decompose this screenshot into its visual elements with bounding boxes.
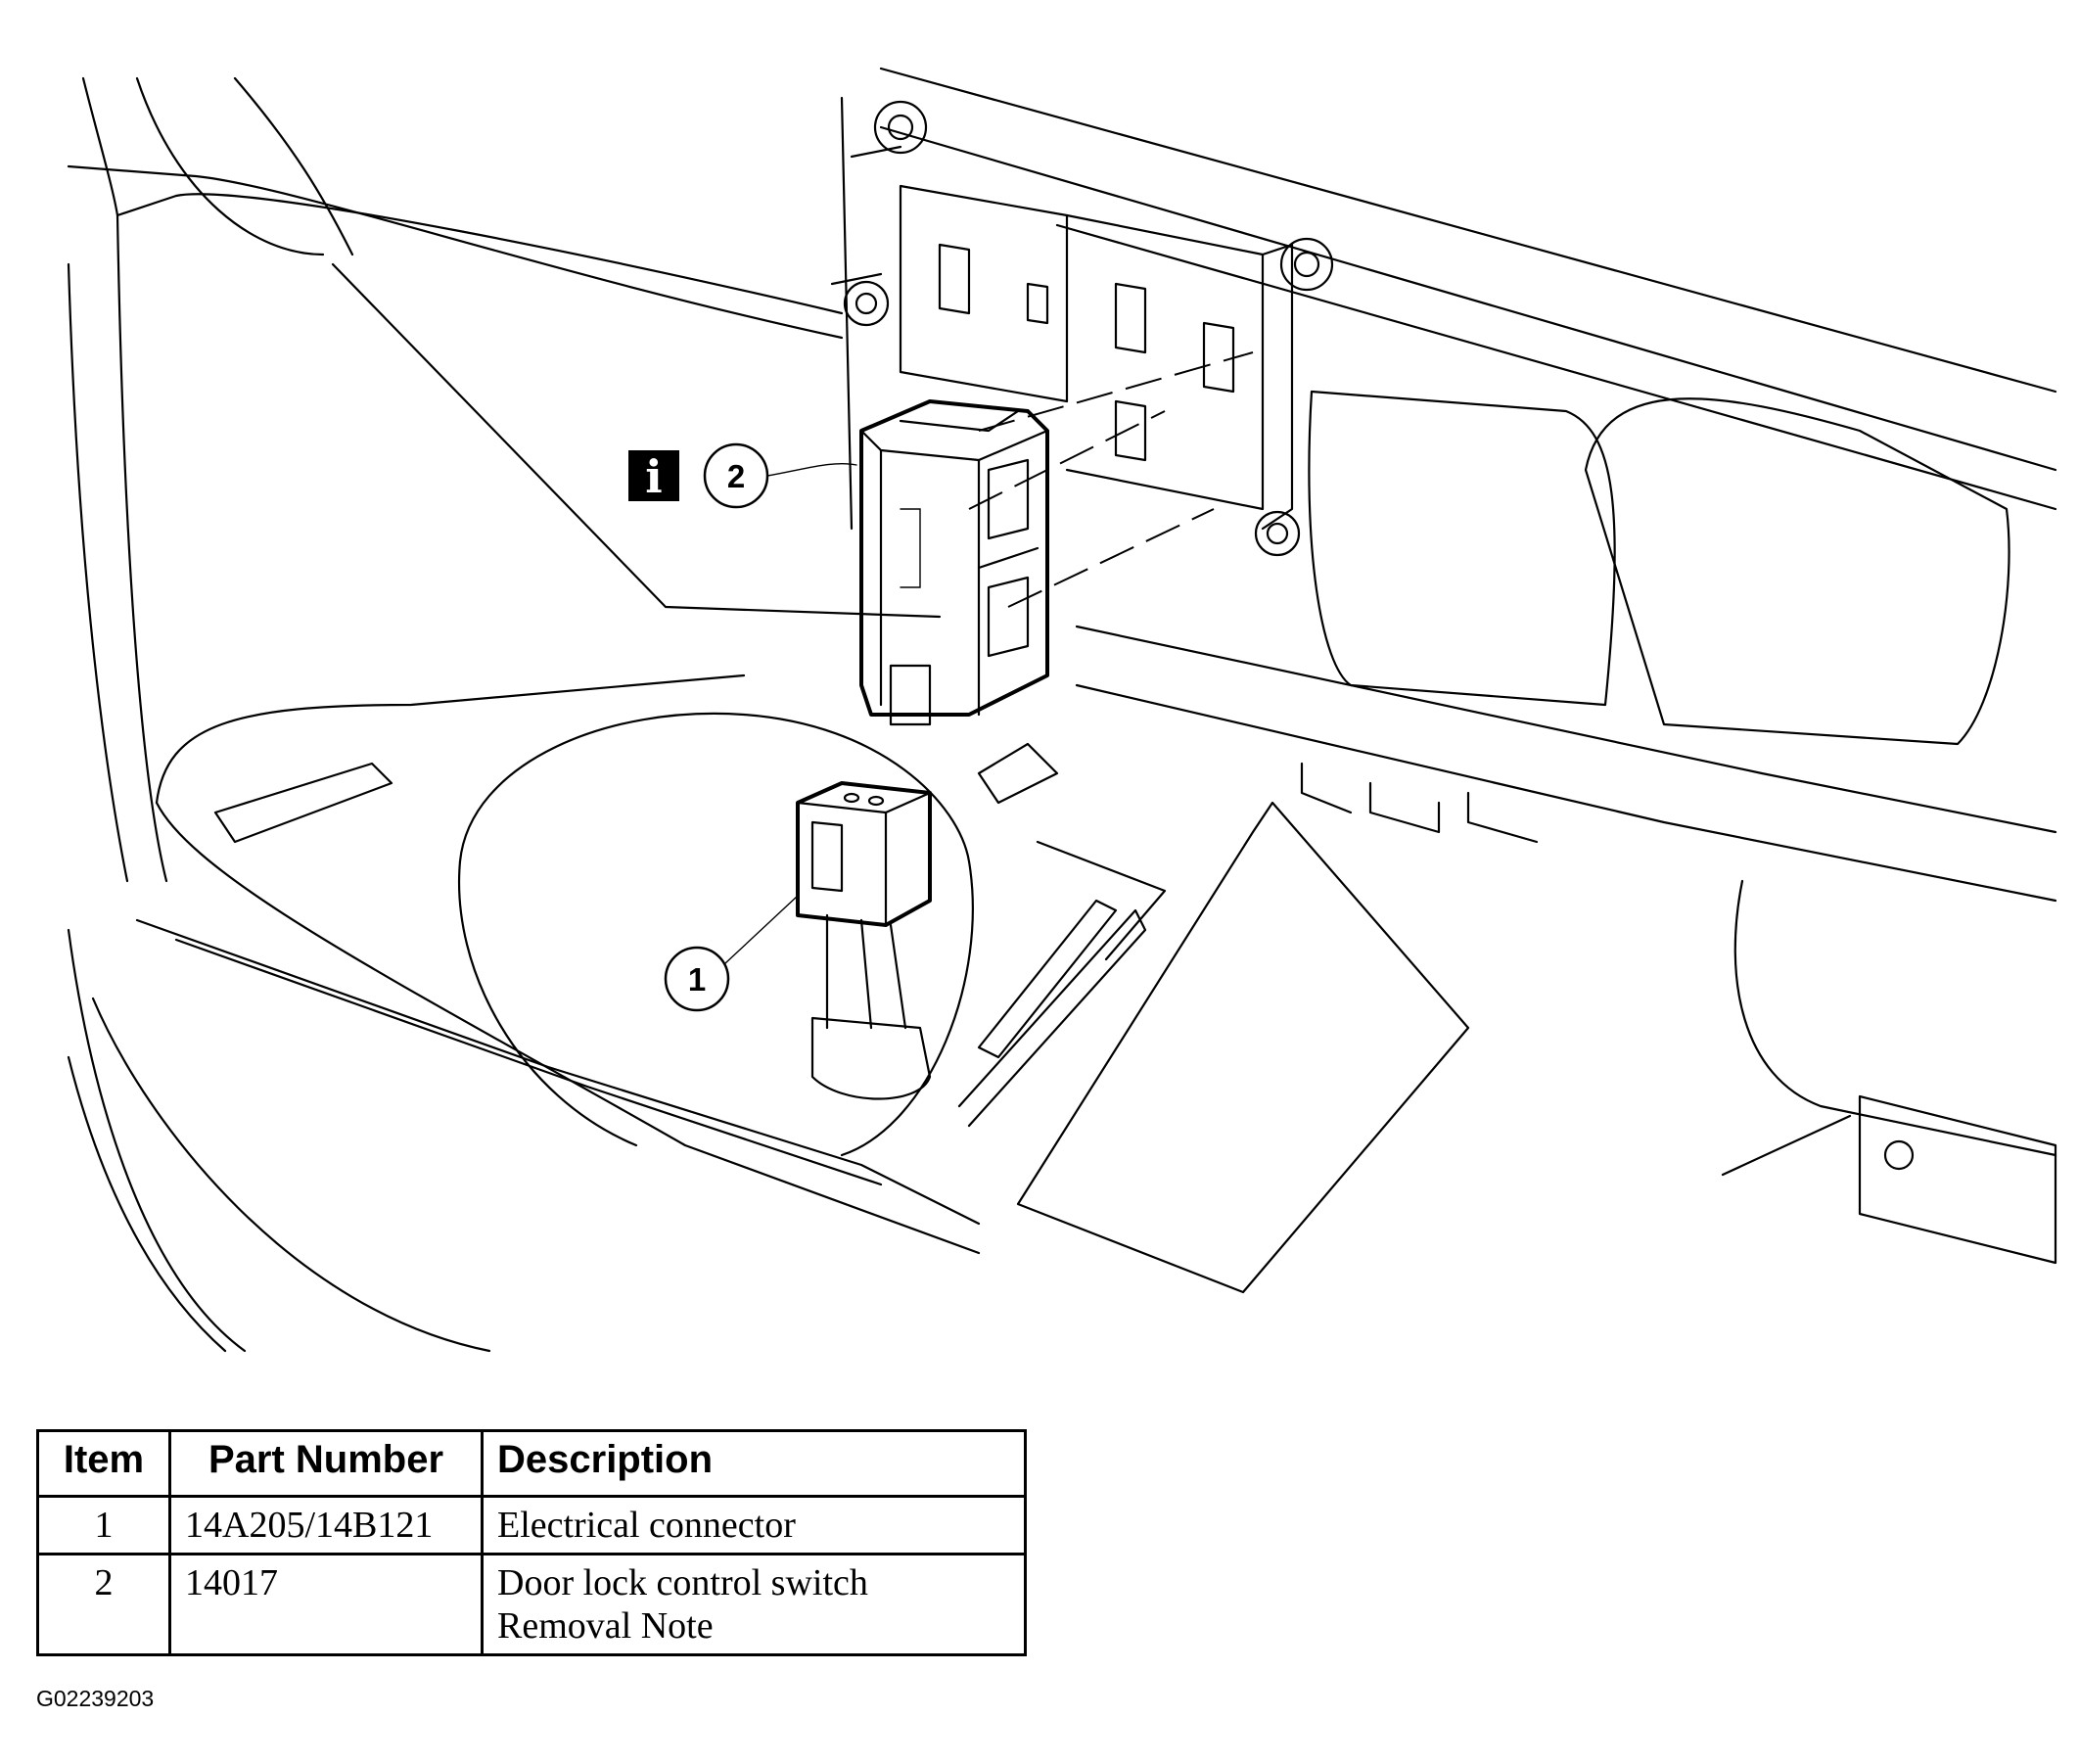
header-description: Description (481, 1429, 1027, 1498)
description-line: Door lock control switch (497, 1562, 868, 1603)
callout-item-1: 1 (664, 895, 799, 1012)
table-header-row: Item Part Number Description (36, 1429, 1027, 1498)
cell-item: 2 (36, 1553, 171, 1656)
info-icon (628, 450, 679, 501)
callout-label-2: 2 (727, 458, 745, 494)
parts-table: Item Part Number Description 1 14A205/14… (36, 1429, 1027, 1656)
cell-description: Electrical connector (481, 1495, 1027, 1555)
figure-id: G02239203 (36, 1686, 155, 1711)
cell-description: Door lock control switch Removal Note (481, 1553, 1027, 1656)
info-icon-glyph: i (645, 450, 662, 503)
callout-item-2: i 2 (628, 442, 857, 509)
callout-label-1: 1 (688, 961, 706, 998)
door-trim-outline (67, 76, 942, 1353)
armrest-pull-cup (135, 673, 1167, 1255)
description-line: Electrical connector (497, 1505, 796, 1546)
header-item: Item (36, 1429, 171, 1498)
electrical-connector (796, 781, 932, 1100)
removal-note-link[interactable]: Removal Note (497, 1605, 714, 1647)
cell-item: 1 (36, 1495, 171, 1555)
door-panel-illustration: i 2 1 (67, 67, 2057, 1353)
door-lock-control-switch (859, 399, 1049, 726)
table-row: 1 14A205/14B121 Electrical connector (36, 1495, 1027, 1555)
installation-guide-lines (968, 351, 1254, 608)
cell-part-number: 14017 (168, 1553, 484, 1656)
inner-door-panel (879, 67, 2057, 1294)
header-part-number: Part Number (168, 1429, 484, 1498)
cell-part-number: 14A205/14B121 (168, 1495, 484, 1555)
table-row: 2 14017 Door lock control switch Removal… (36, 1553, 1027, 1656)
switch-mounting-bracket (830, 96, 1334, 557)
